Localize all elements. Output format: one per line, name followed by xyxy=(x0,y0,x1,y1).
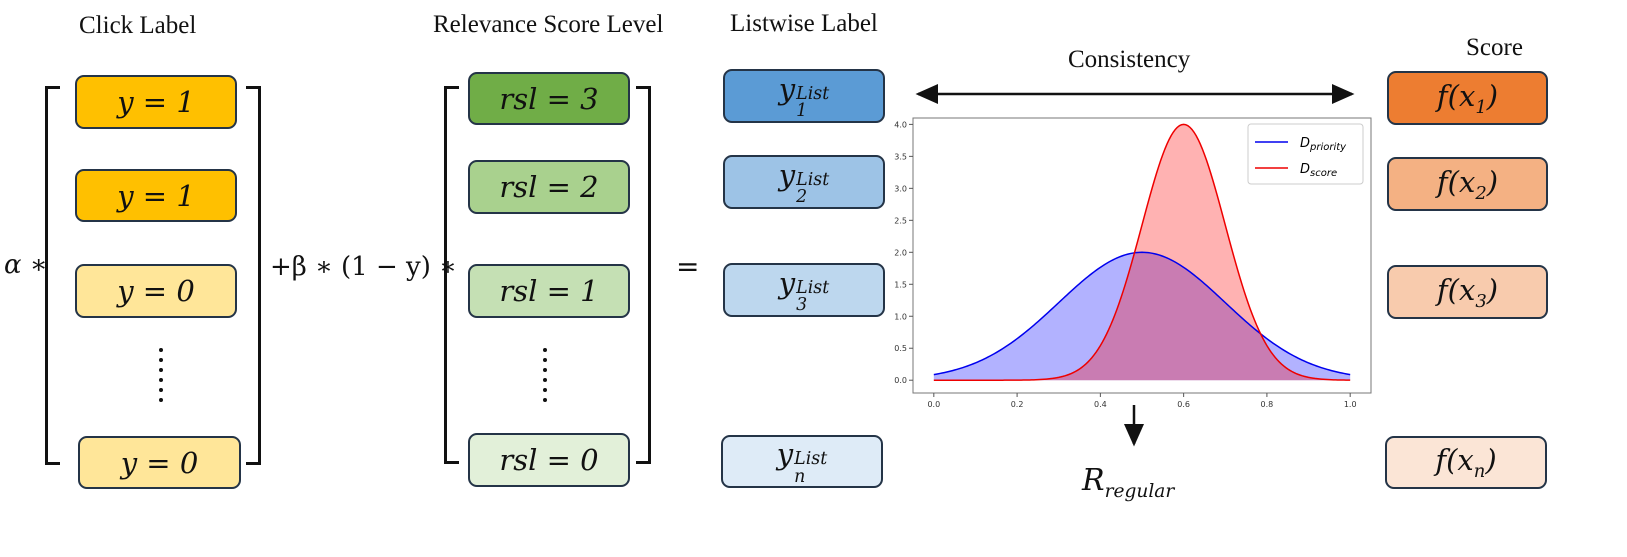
priority-line xyxy=(933,251,1351,376)
vertical-ellipsis xyxy=(543,345,547,405)
left-bracket-open xyxy=(45,86,60,465)
score-header: Score xyxy=(1466,34,1523,61)
chart-legend: Dpriority Dscore xyxy=(1247,123,1364,185)
score-box: f(x2) xyxy=(1387,157,1548,211)
score-text: f(xn) xyxy=(1435,443,1497,482)
y-tick-label: 2.5 xyxy=(894,216,907,225)
priority-area xyxy=(933,252,1351,381)
x-tick-label: 0.2 xyxy=(1011,400,1024,409)
rsl-text: rsl = 1 xyxy=(499,274,599,308)
rsl-box: rsl = 0 xyxy=(468,433,630,487)
y-tick-label: 0.5 xyxy=(894,344,907,353)
y-tick-label: 3.5 xyxy=(894,152,907,161)
rsl-box: rsl = 3 xyxy=(468,72,630,125)
click-label-text: y = 0 xyxy=(120,445,199,480)
score-box: f(xn) xyxy=(1385,436,1547,489)
score-text: f(x2) xyxy=(1436,164,1499,204)
rsl-bracket-open xyxy=(444,86,459,464)
listwise-header: Listwise Label xyxy=(730,10,878,37)
left-bracket-close xyxy=(246,86,261,465)
x-tick-label: 0.6 xyxy=(1177,400,1190,409)
click-label-box: y = 1 xyxy=(75,169,237,222)
click-label-box: y = 0 xyxy=(78,436,241,489)
rsl-box: rsl = 1 xyxy=(468,264,630,318)
legend-label-score: Dscore xyxy=(1300,162,1337,179)
click-label-text: y = 1 xyxy=(117,178,195,213)
click-label-text: y = 0 xyxy=(117,274,195,308)
score-line xyxy=(933,123,1351,381)
x-tick-label: 0.0 xyxy=(927,400,940,409)
y-tick-label: 2.0 xyxy=(894,248,907,257)
y-tick-label: 0.0 xyxy=(894,376,907,385)
distribution-chart: 0.0 0.2 0.4 0.6 0.8 1.0 0.0 0.5 1.0 1.5 2.0 2.5 3.0… xyxy=(894,117,1372,409)
rsl-bracket-close xyxy=(636,86,651,464)
legend-label-priority: Dpriority xyxy=(1300,136,1347,153)
rsl-text: rsl = 3 xyxy=(499,81,599,116)
rsl-header: Relevance Score Level xyxy=(433,11,664,38)
click-label-box: y = 0 xyxy=(75,264,237,318)
score-box: f(x3) xyxy=(1387,265,1548,319)
score-text: f(x1) xyxy=(1436,78,1499,118)
beta-operator: +β ∗ (1 − y) ∗ xyxy=(270,252,457,282)
click-label-header: Click Label xyxy=(79,12,197,39)
click-label-box: y = 1 xyxy=(75,75,237,129)
x-tick-label: 0.8 xyxy=(1261,400,1274,409)
regularization-label: Rregular xyxy=(1082,463,1175,502)
y-tick-label: 3.0 xyxy=(894,184,907,193)
alpha-operator: α ∗ xyxy=(4,250,48,280)
score-box: f(x1) xyxy=(1387,71,1548,125)
vertical-ellipsis xyxy=(159,345,163,405)
x-tick-label: 1.0 xyxy=(1344,400,1357,409)
consistency-label: Consistency xyxy=(1068,46,1191,73)
y-tick-label: 1.0 xyxy=(894,312,907,321)
x-tick-label: 0.4 xyxy=(1094,400,1107,409)
rsl-text: rsl = 2 xyxy=(499,170,599,204)
equals-operator: = xyxy=(676,250,700,283)
rsl-text: rsl = 0 xyxy=(499,443,599,477)
rsl-box: rsl = 2 xyxy=(468,160,630,214)
y-tick-label: 4.0 xyxy=(894,120,907,129)
y-tick-label: 1.5 xyxy=(894,280,907,289)
click-label-text: y = 1 xyxy=(117,85,195,119)
score-text: f(x3) xyxy=(1436,272,1499,312)
